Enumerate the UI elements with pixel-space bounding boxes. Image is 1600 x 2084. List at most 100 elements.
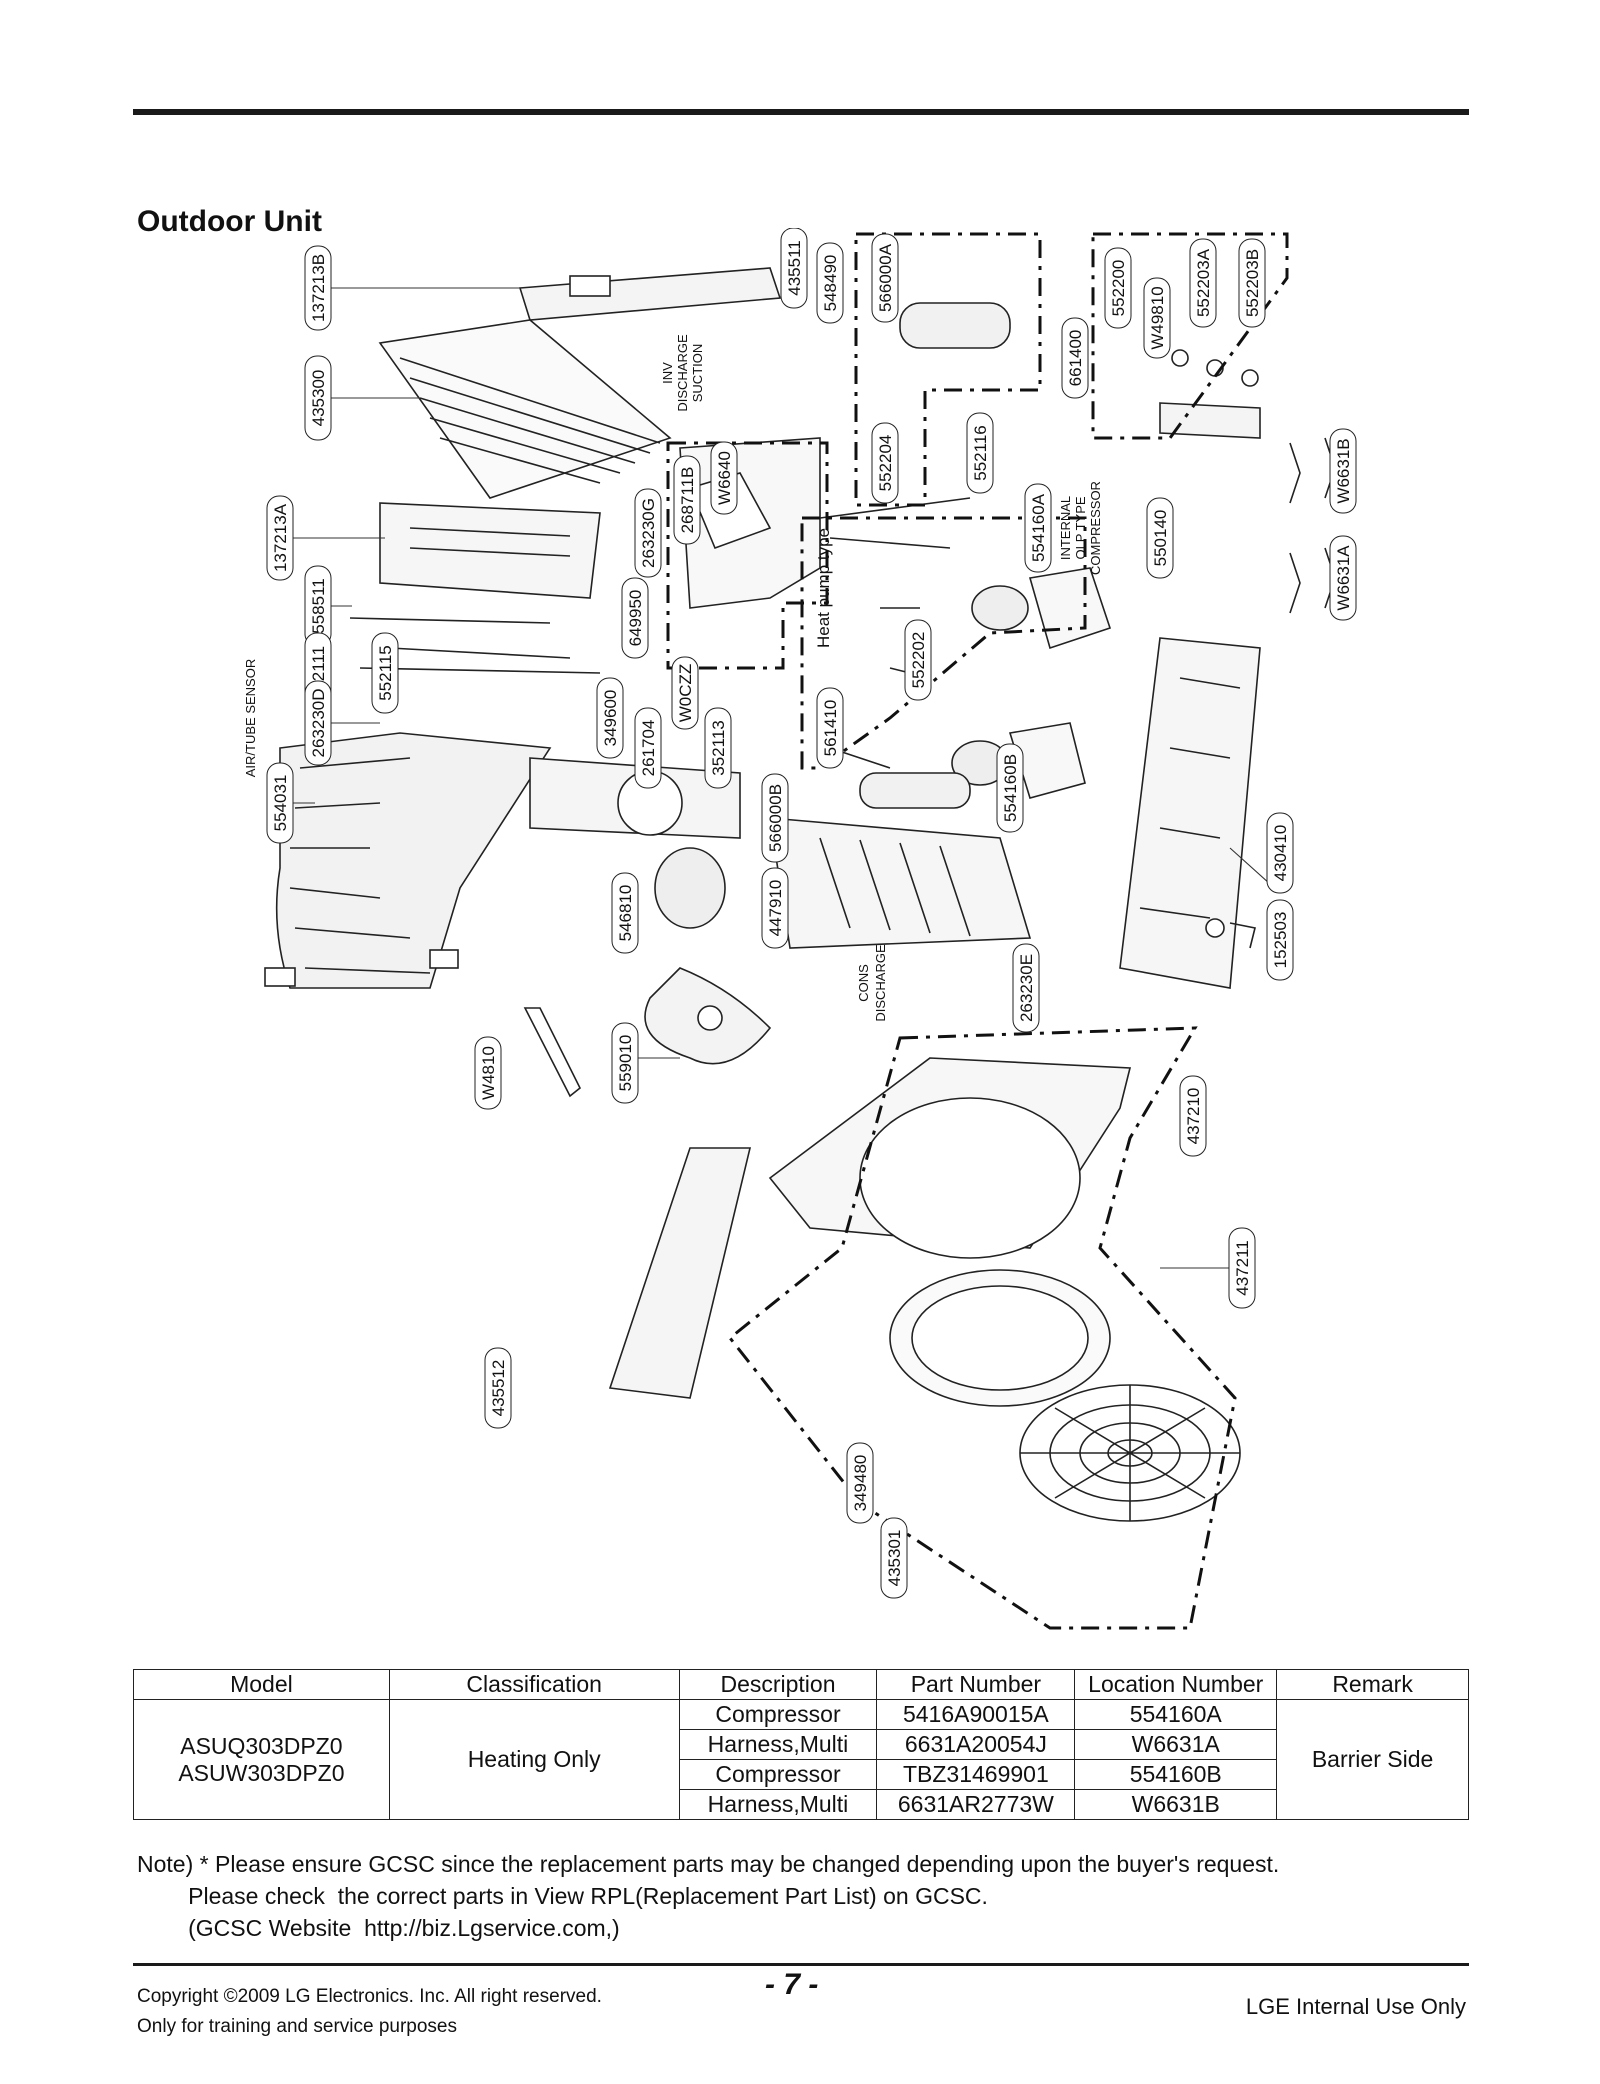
orifice-ring: [889, 1269, 1111, 1407]
svg-text:435300: 435300: [309, 370, 328, 427]
part-number-cell: 6631AR2773W: [876, 1789, 1076, 1820]
label-263230g: 263230G: [634, 488, 662, 578]
top-cover: [518, 267, 782, 321]
svg-text:546810: 546810: [616, 885, 635, 942]
label-air-tube-sensor: AIR/TUBE SENSOR: [243, 659, 258, 777]
header-location-number: Location Number: [1074, 1669, 1278, 1700]
svg-text:268711B: 268711B: [678, 467, 697, 534]
svg-text:552116: 552116: [971, 425, 990, 480]
description-cell: Harness,Multi: [678, 1729, 878, 1760]
outdoor-coil: [264, 732, 552, 989]
label-152503: 152503: [1266, 899, 1294, 981]
header-description: Description: [678, 1669, 878, 1700]
part-number-cell: 6631A20054J: [876, 1729, 1076, 1760]
svg-text:INTERNAL: INTERNAL: [1058, 496, 1073, 560]
front-panel: [768, 1057, 1132, 1259]
part-number-cell: 5416A90015A: [876, 1699, 1076, 1730]
svg-text:SUCTION: SUCTION: [690, 344, 705, 403]
svg-text:W6631A: W6631A: [1334, 545, 1353, 611]
base-pan: [1119, 637, 1261, 989]
svg-text:447910: 447910: [766, 880, 785, 937]
svg-text:552204: 552204: [876, 435, 895, 492]
section-title: Outdoor Unit: [137, 205, 322, 238]
label-661400: 661400: [1061, 317, 1089, 399]
part-number-cell: TBZ31469901: [876, 1759, 1076, 1790]
label-435511: 435511: [780, 228, 808, 309]
remark-cell: Barrier Side: [1276, 1699, 1469, 1820]
svg-text:558511: 558511: [309, 578, 328, 633]
svg-text:349600: 349600: [601, 690, 620, 747]
label-heat-pump-type: Heat pump type: [814, 528, 833, 648]
location-cell: W6631A: [1074, 1729, 1278, 1760]
label-554160a: 554160A: [1024, 483, 1052, 573]
description-cell: Harness,Multi: [678, 1789, 878, 1820]
harness-w6631a: [1289, 547, 1336, 614]
label-437210: 437210: [1179, 1075, 1207, 1157]
propeller-fan: [644, 967, 772, 1065]
svg-text:552202: 552202: [909, 632, 928, 689]
svg-text:352113: 352113: [709, 720, 728, 775]
table-header-row: Model Classification Description Part Nu…: [133, 1669, 1469, 1700]
bracket-w4810: [523, 1007, 582, 1098]
label-559010: 559010: [611, 1022, 639, 1104]
label-435300: 435300: [304, 355, 332, 441]
description-cell: Compressor: [678, 1699, 878, 1730]
label-554031: 554031: [266, 762, 294, 844]
label-352113: 352113: [704, 707, 732, 789]
svg-text:550140: 550140: [1151, 510, 1170, 567]
label-558511: 558511: [304, 565, 332, 647]
fan-motor: [654, 847, 726, 929]
description-cell: Compressor: [678, 1759, 878, 1790]
model-line-1: ASUQ303DPZ0: [180, 1732, 343, 1759]
svg-text:554160B: 554160B: [1001, 754, 1020, 822]
sensor-rods: [349, 617, 601, 674]
note-line-2: Please check the correct parts in View R…: [137, 1883, 988, 1909]
svg-text:OLP TYPE: OLP TYPE: [1073, 496, 1088, 559]
svg-text:554031: 554031: [271, 775, 290, 832]
compressor-a: [971, 567, 1112, 650]
label-w49810: W49810: [1143, 277, 1171, 359]
table-row: Harness,Multi 6631AR2773W W6631B: [134, 1789, 1469, 1820]
label-437211: 437211: [1228, 1227, 1256, 1309]
location-cell: 554160A: [1074, 1699, 1278, 1730]
svg-text:263230G: 263230G: [639, 498, 658, 568]
group-box-front: [727, 1026, 1237, 1630]
svg-text:548490: 548490: [821, 255, 840, 312]
label-435512: 435512: [484, 1347, 512, 1429]
svg-text:430410: 430410: [1271, 825, 1290, 882]
label-w0czz: W0CZZ: [671, 656, 699, 730]
svg-text:152503: 152503: [1271, 912, 1290, 969]
accumulator-a: [899, 302, 1011, 349]
svg-text:COMPRESSOR: COMPRESSOR: [1088, 481, 1103, 575]
exploded-parts-diagram: 137213B 435300 137213A 558511 552111 552…: [243, 228, 1357, 1630]
training-text: Only for training and service purposes: [137, 2016, 457, 2037]
label-263230d: 263230D: [304, 680, 332, 766]
classification-cell: Heating Only: [388, 1699, 680, 1820]
label-649950: 649950: [621, 577, 649, 659]
svg-text:DISCHARGE: DISCHARGE: [675, 334, 690, 412]
header-part-number: Part Number: [876, 1669, 1076, 1700]
label-550140: 550140: [1146, 497, 1174, 579]
svg-text:552200: 552200: [1109, 260, 1128, 317]
internal-use-text: LGE Internal Use Only: [1245, 1994, 1466, 2019]
label-137213b: 137213B: [304, 245, 332, 331]
svg-text:554160A: 554160A: [1029, 493, 1048, 562]
table-row: ASUQ303DPZ0 ASUW303DPZ0 Heating Only Com…: [133, 1699, 1469, 1820]
fan-grille: [1019, 1384, 1241, 1522]
label-430410: 430410: [1266, 812, 1294, 894]
label-566000b: 566000B: [761, 773, 789, 863]
svg-text:CONS: CONS: [856, 964, 871, 1002]
label-137213a: 137213A: [266, 495, 294, 581]
label-w6631a: W6631A: [1329, 535, 1357, 621]
note-block: Note) * Please ensure GCSC since the rep…: [137, 1848, 1279, 1944]
svg-text:261704: 261704: [639, 720, 658, 777]
svg-text:263230D: 263230D: [309, 688, 328, 757]
svg-text:661400: 661400: [1066, 330, 1085, 387]
label-435301: 435301: [880, 1517, 908, 1599]
label-552203a: 552203A: [1189, 238, 1217, 328]
svg-text:349480: 349480: [851, 1455, 870, 1512]
location-cell: W6631B: [1074, 1789, 1278, 1820]
svg-text:437211: 437211: [1233, 1240, 1252, 1295]
model-cell: ASUQ303DPZ0 ASUW303DPZ0: [133, 1699, 390, 1820]
svg-text:435512: 435512: [489, 1360, 508, 1417]
